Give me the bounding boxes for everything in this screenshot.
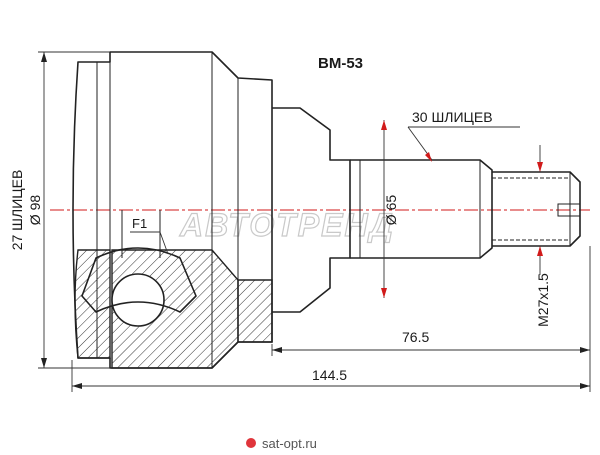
ball-circle bbox=[111, 273, 165, 327]
outer-housing bbox=[72, 51, 273, 369]
dim-length-total: 144.5 bbox=[71, 356, 591, 392]
thread-label: M27x1.5 bbox=[535, 273, 551, 327]
length-shaft-label: 76.5 bbox=[402, 329, 429, 345]
outer-splines-label: 27 ШЛИЦЕВ bbox=[9, 170, 25, 251]
cotter-slot bbox=[557, 203, 581, 217]
dim-length-shaft: 76.5 bbox=[271, 246, 591, 356]
flange-label: F1 bbox=[132, 216, 147, 231]
watermark: АВТОТРЕНД sat-opt.ru bbox=[178, 206, 395, 451]
dim-shaft-diameter: Ø 65 bbox=[381, 120, 399, 298]
shaft-splines-label: 30 ШЛИЦЕВ bbox=[412, 109, 493, 125]
length-total-label: 144.5 bbox=[312, 367, 347, 383]
part-number: BM-53 bbox=[318, 55, 363, 72]
shaft-splines-callout: 30 ШЛИЦЕВ bbox=[407, 109, 520, 162]
watermark-logo-icon bbox=[246, 438, 256, 448]
outer-diameter-label: Ø 98 bbox=[27, 195, 43, 226]
shaft-diameter-label: Ø 65 bbox=[383, 195, 399, 226]
watermark-brand: АВТОТРЕНД bbox=[179, 207, 395, 243]
dim-outer-diameter: 27 ШЛИЦЕВ Ø 98 bbox=[9, 51, 110, 369]
shaft-body bbox=[272, 107, 581, 313]
watermark-site: sat-opt.ru bbox=[262, 436, 317, 450]
dim-thread: M27x1.5 bbox=[535, 145, 551, 327]
flange-callout: F1 bbox=[130, 216, 169, 255]
